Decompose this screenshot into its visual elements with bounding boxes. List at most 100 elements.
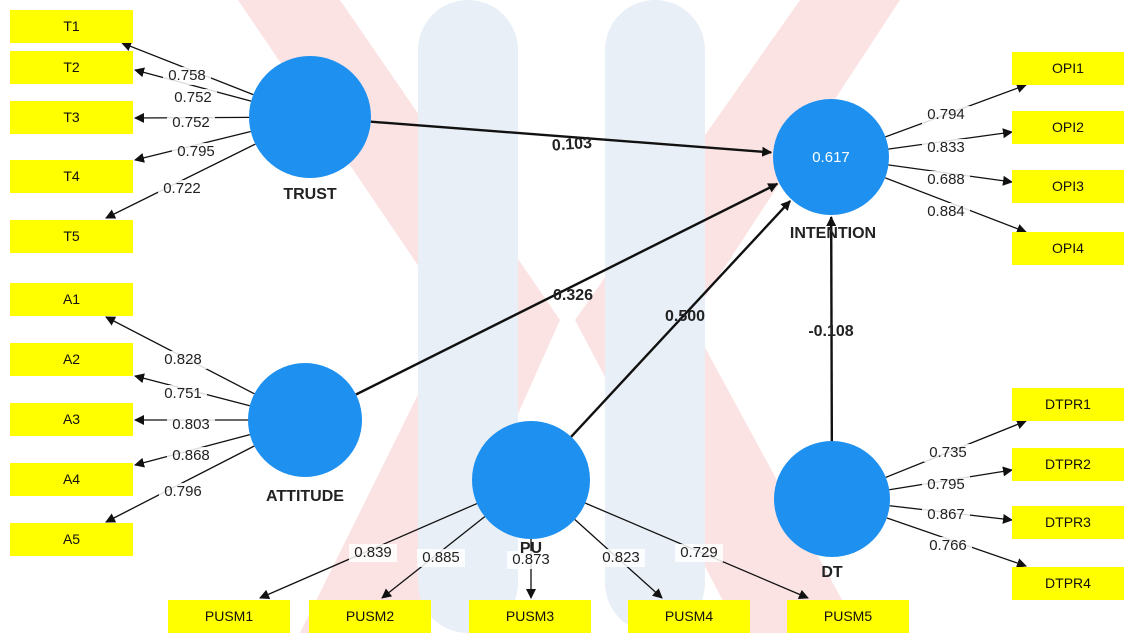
construct-dt[interactable]: DT <box>774 441 890 581</box>
loading-label-bg <box>922 139 970 157</box>
path-arrow-dt-to-intention <box>826 215 837 442</box>
indicator-a3[interactable]: A3 <box>10 403 133 436</box>
loading-label-bg <box>163 67 211 85</box>
indicator-box <box>10 51 133 84</box>
indicator-box <box>1012 506 1124 539</box>
indicator-pusm1[interactable]: PUSM1 <box>168 600 290 633</box>
construct-attitude[interactable]: ATTITUDE <box>248 363 362 505</box>
indicator-opi1[interactable]: OPI1 <box>1012 52 1124 85</box>
indicator-dtpr4[interactable]: DTPR4 <box>1012 567 1124 600</box>
indicator-a4[interactable]: A4 <box>10 463 133 496</box>
path-coefficient-dt: -0.108 <box>808 323 853 340</box>
construct-trust[interactable]: TRUST <box>249 56 371 203</box>
path-coefficient-pu: 0.500 <box>665 308 705 325</box>
loading-label-bg <box>167 447 215 465</box>
indicator-dtpr2[interactable]: DTPR2 <box>1012 448 1124 481</box>
indicator-label: A5 <box>63 531 80 547</box>
indicator-a5[interactable]: A5 <box>10 523 133 556</box>
indicator-label: A2 <box>63 351 80 367</box>
indicator-label: PUSM3 <box>506 608 554 624</box>
indicator-label: A4 <box>63 471 80 487</box>
loading-value-t2: 0.752 <box>174 89 212 106</box>
indicator-a2[interactable]: A2 <box>10 343 133 376</box>
loading-label-bg <box>597 549 645 567</box>
loading-label-bg <box>167 416 215 434</box>
indicator-t5[interactable]: T5 <box>10 220 133 253</box>
indicator-box <box>787 600 909 633</box>
indicator-t4[interactable]: T4 <box>10 160 133 193</box>
indicator-box <box>10 220 133 253</box>
indicator-label: DTPR2 <box>1045 456 1091 472</box>
loading-label-bg <box>922 106 970 124</box>
indicator-box <box>10 403 133 436</box>
indicator-box <box>1012 111 1124 144</box>
indicator-pusm4[interactable]: PUSM4 <box>628 600 750 633</box>
watermark-left-pillar <box>418 0 518 633</box>
indicator-box <box>10 523 133 556</box>
construct-label: PU <box>520 540 542 557</box>
loading-value-pusm2: 0.885 <box>422 549 460 566</box>
loading-value-dtpr2: 0.795 <box>927 476 965 493</box>
watermark-right-pillar <box>605 0 705 633</box>
indicator-opi2[interactable]: OPI2 <box>1012 111 1124 144</box>
indicator-pusm3[interactable]: PUSM3 <box>469 600 591 633</box>
indicator-label: DTPR1 <box>1045 396 1091 412</box>
indicator-t1[interactable]: T1 <box>10 10 133 43</box>
indicator-pusm2[interactable]: PUSM2 <box>309 600 431 633</box>
path-arrow-attitude-to-intention <box>355 182 779 396</box>
indicator-box <box>628 600 750 633</box>
loading-label-bg <box>922 476 970 494</box>
loading-label-bg <box>159 385 207 403</box>
loading-value-t5: 0.722 <box>163 180 201 197</box>
indicator-box <box>1012 170 1124 203</box>
indicator-label: DTPR4 <box>1045 575 1091 591</box>
indicator-label: PUSM1 <box>205 608 253 624</box>
construct-circle <box>248 363 362 477</box>
loading-label-bg <box>924 537 972 555</box>
indicator-label: PUSM4 <box>665 608 713 624</box>
construct-pu[interactable]: PU <box>472 421 590 557</box>
indicator-label: T5 <box>63 228 80 244</box>
indicator-label: OPI4 <box>1052 240 1084 256</box>
indicator-opi3[interactable]: OPI3 <box>1012 170 1124 203</box>
indicator-label: OPI2 <box>1052 119 1084 135</box>
loading-value-dtpr4: 0.766 <box>929 537 967 554</box>
loading-value-pusm3: 0.873 <box>512 551 550 568</box>
loading-value-t4: 0.795 <box>177 143 215 160</box>
indicator-box <box>1012 388 1124 421</box>
indicator-dtpr3[interactable]: DTPR3 <box>1012 506 1124 539</box>
loading-label-bg <box>507 551 555 569</box>
path-arrow-trust-to-intention <box>370 120 773 157</box>
indicator-pusm5[interactable]: PUSM5 <box>787 600 909 633</box>
indicator-label: T1 <box>63 18 80 34</box>
indicator-box <box>1012 448 1124 481</box>
loading-value-opi1: 0.794 <box>927 106 965 123</box>
loading-label-bg <box>159 483 207 501</box>
indicator-a1[interactable]: A1 <box>10 283 133 316</box>
loading-label-bg <box>158 180 206 198</box>
indicator-box <box>10 343 133 376</box>
indicator-box <box>469 600 591 633</box>
loading-label-bg <box>417 549 465 567</box>
path-coefficient-trust: 0.103 <box>551 135 592 155</box>
indicator-box <box>1012 52 1124 85</box>
indicator-opi4[interactable]: OPI4 <box>1012 232 1124 265</box>
construct-label: TRUST <box>283 186 337 203</box>
indicator-dtpr1[interactable]: DTPR1 <box>1012 388 1124 421</box>
loading-label-bg <box>167 114 215 132</box>
construct-label: INTENTION <box>790 225 876 242</box>
indicator-label: T2 <box>63 59 80 75</box>
loading-value-pusm1: 0.839 <box>354 544 392 561</box>
indicator-t3[interactable]: T3 <box>10 101 133 134</box>
indicator-box <box>10 463 133 496</box>
indicator-t2[interactable]: T2 <box>10 51 133 84</box>
loading-value-pusm4: 0.823 <box>602 549 640 566</box>
indicator-box <box>168 600 290 633</box>
indicator-label: A1 <box>63 291 80 307</box>
loading-value-a5: 0.796 <box>164 483 202 500</box>
loading-value-a4: 0.868 <box>172 447 210 464</box>
indicator-box <box>309 600 431 633</box>
